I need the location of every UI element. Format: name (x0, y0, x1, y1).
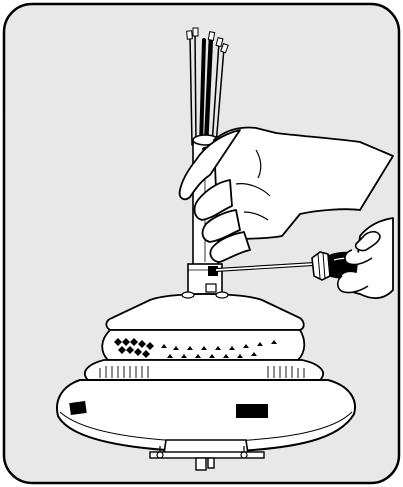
bowl-slot-left (69, 401, 87, 415)
bowl-slot-right (236, 404, 268, 418)
